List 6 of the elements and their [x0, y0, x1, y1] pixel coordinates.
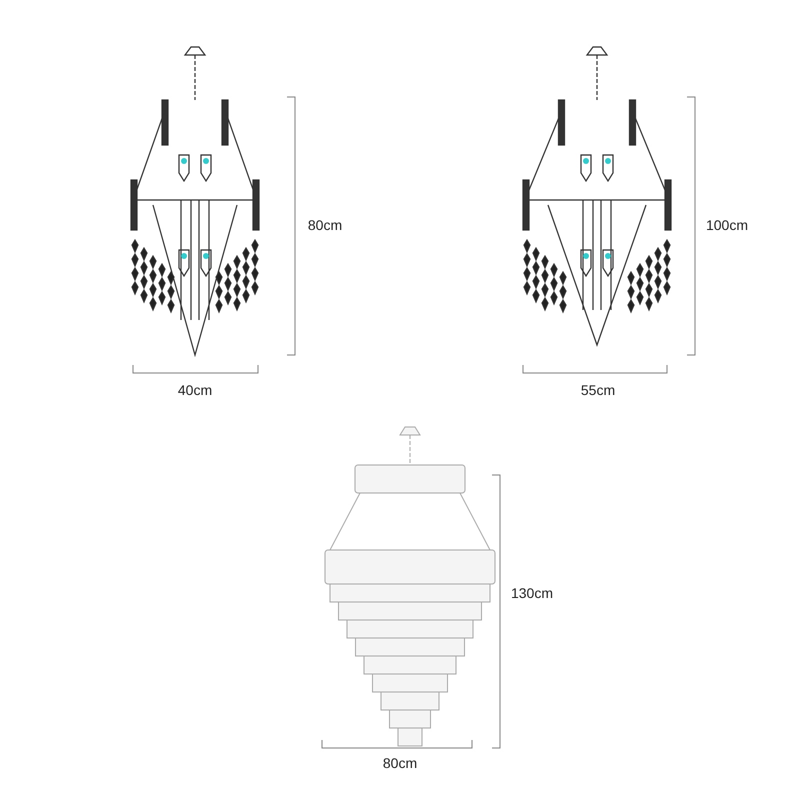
dimension-label: 130cm	[510, 585, 554, 601]
dimension-label: 40cm	[178, 382, 212, 398]
dimension-label: 80cm	[382, 755, 418, 771]
dimension-label: 80cm	[308, 217, 342, 233]
dimension-label: 100cm	[706, 217, 748, 233]
dimension-label: 55cm	[580, 382, 616, 398]
